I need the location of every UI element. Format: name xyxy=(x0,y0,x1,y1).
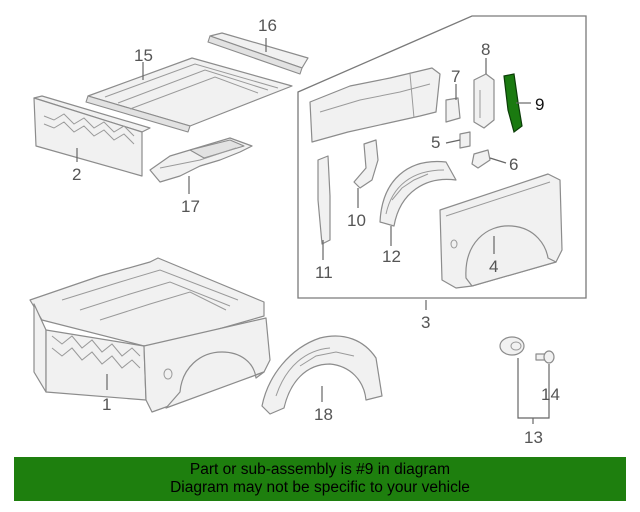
callout-8: 8 xyxy=(481,40,490,59)
part-16-rail xyxy=(207,32,309,75)
info-banner: Part or sub-assembly is #9 in diagram Di… xyxy=(14,457,626,501)
callout-13: 13 xyxy=(524,428,543,447)
part-6-bracket xyxy=(471,149,491,169)
callout-5: 5 xyxy=(431,133,440,152)
leader-lines xyxy=(76,38,550,424)
callout-15: 15 xyxy=(134,46,153,65)
callout-3: 3 xyxy=(421,313,430,332)
callout-12: 12 xyxy=(382,247,401,266)
inner-panel xyxy=(309,67,441,143)
callout-2: 2 xyxy=(72,165,81,184)
part-8-pillar xyxy=(473,73,495,129)
part-15-floor-panel xyxy=(85,57,293,133)
part-5-plate xyxy=(459,131,471,149)
part-10-brace xyxy=(353,139,379,189)
callout-1: 1 xyxy=(102,395,111,414)
callout-17: 17 xyxy=(181,197,200,216)
banner-line-2: Diagram may not be specific to your vehi… xyxy=(170,479,470,496)
parts-diagram: 16 15 2 17 7 8 9 5 6 10 11 12 4 3 1 18 1… xyxy=(29,15,587,447)
callouts: 16 15 2 17 7 8 9 5 6 10 11 12 4 3 1 18 1… xyxy=(72,16,560,447)
part-14-fastener xyxy=(535,350,555,364)
part-17-floor-plate xyxy=(149,137,253,183)
callout-10: 10 xyxy=(347,211,366,230)
part-13-fastener xyxy=(499,336,525,356)
callout-9: 9 xyxy=(535,95,544,114)
part-18-wheelhouse-liner xyxy=(261,335,383,415)
callout-4: 4 xyxy=(489,257,498,276)
callout-6: 6 xyxy=(509,155,518,174)
part-11-pillar xyxy=(317,155,331,245)
part-2-front-panel xyxy=(33,95,151,177)
part-1-pickup-bed xyxy=(29,257,271,413)
callout-18: 18 xyxy=(314,405,333,424)
part-9-highlighted[interactable] xyxy=(503,73,523,134)
callout-11: 11 xyxy=(315,263,333,282)
callout-16: 16 xyxy=(258,16,277,35)
banner-line-1: Part or sub-assembly is #9 in diagram xyxy=(189,461,451,478)
part-4-outer-panel xyxy=(439,173,563,289)
callout-7: 7 xyxy=(451,67,460,86)
callout-14: 14 xyxy=(541,385,560,404)
part-7-bracket xyxy=(445,97,461,123)
part-12-wheelhouse xyxy=(379,160,457,227)
